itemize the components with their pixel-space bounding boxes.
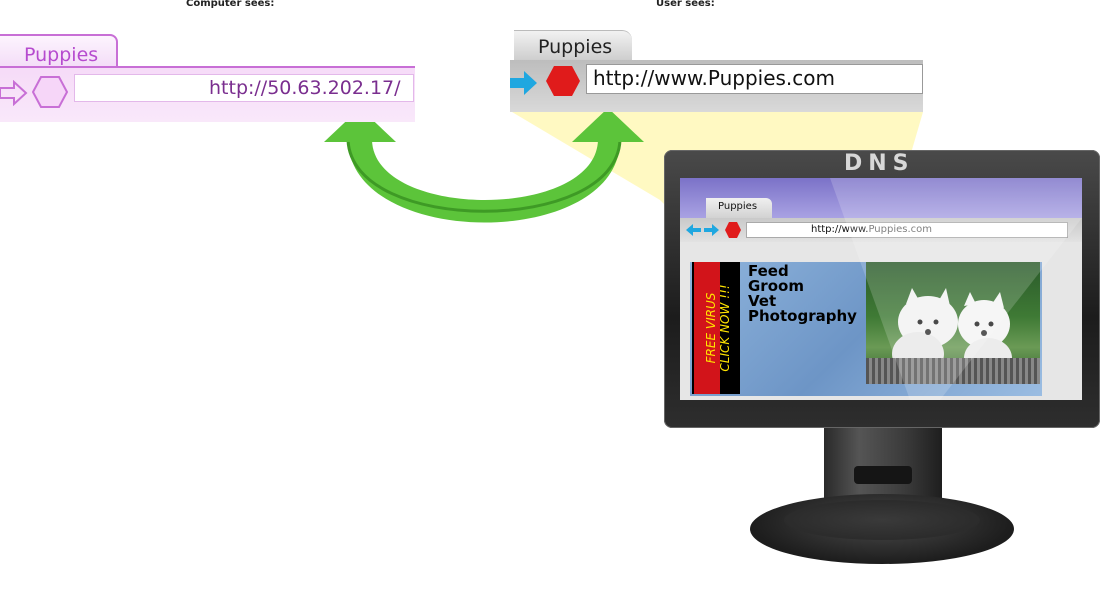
back-arrow-icon[interactable] — [0, 80, 28, 106]
fake-puppies-site: FREE VIRUS CLICK NOW !!! Feed Groom Vet … — [690, 262, 1042, 396]
user-view-address-bar[interactable]: http://www.Puppies.com — [586, 64, 923, 94]
menu-item-vet[interactable]: Vet — [748, 292, 777, 310]
user-view-toolbar: http://www.Puppies.com — [510, 60, 923, 112]
computer-view-tab[interactable]: Puppies — [0, 34, 118, 68]
photo-grate — [866, 358, 1040, 384]
screen-stop-icon[interactable] — [724, 221, 742, 239]
user-view-browser: Puppies http://www.Puppies.com — [510, 30, 923, 112]
screen-beam-overlay — [830, 178, 1082, 400]
monitor-neck-slot — [854, 466, 912, 484]
user-view-tab[interactable]: Puppies — [514, 30, 632, 64]
user-view-url: http://www.Puppies.com — [593, 66, 835, 90]
site-menu: Feed Groom Vet Photography — [748, 264, 857, 324]
screen-browser-titlebar: Puppies — [680, 178, 1082, 218]
computer-view-tab-label: Puppies — [24, 44, 99, 66]
menu-item-feed[interactable]: Feed — [748, 262, 789, 280]
computer-view-address-bar[interactable]: http://50.63.202.17/ — [74, 74, 414, 102]
user-view-tab-label: Puppies — [538, 36, 613, 58]
computer-sees-caption: Computer sees: — [186, 0, 275, 9]
stop-icon[interactable] — [32, 76, 68, 108]
screen-page: FREE VIRUS CLICK NOW !!! Feed Groom Vet … — [680, 242, 1082, 400]
screen-url-domain: Puppies.com — [868, 224, 933, 235]
user-sees-caption: User sees: — [656, 0, 715, 9]
monitor-bezel: DNS Puppies http://www.Puppies.com — [664, 150, 1100, 428]
computer-view-toolbar: http://50.63.202.17/ — [0, 66, 415, 122]
screen-tab-label: Puppies — [718, 201, 758, 212]
menu-item-groom[interactable]: Groom — [748, 277, 804, 295]
computer-view-url: http://50.63.202.17/ — [209, 77, 401, 99]
puppies-photo — [866, 262, 1040, 384]
monitor-screen: Puppies http://www.Puppies.com — [680, 178, 1082, 400]
virus-ad-red-stripe — [694, 262, 720, 394]
dns-monitor: DNS Puppies http://www.Puppies.com — [664, 150, 1100, 594]
blue-arrow-icon[interactable] — [510, 70, 538, 96]
dns-label: DNS — [844, 151, 915, 176]
screen-url: http://www.Puppies.com — [811, 224, 932, 235]
virus-ad-banner[interactable]: FREE VIRUS CLICK NOW !!! — [692, 262, 740, 394]
computer-view-browser: Puppies http://50.63.202.17/ — [0, 34, 415, 122]
green-curved-arrow-icon — [324, 108, 644, 223]
screen-url-prefix: http://www. — [811, 224, 869, 235]
screen-address-bar[interactable]: http://www.Puppies.com — [746, 222, 1068, 238]
screen-toolbar: http://www.Puppies.com — [680, 218, 1082, 242]
monitor-base — [750, 494, 1014, 564]
nav-arrows-icon[interactable] — [686, 222, 720, 238]
menu-item-photography[interactable]: Photography — [748, 307, 857, 325]
screen-tab[interactable]: Puppies — [706, 198, 772, 218]
monitor-base-ring — [784, 500, 980, 540]
red-stop-icon[interactable] — [545, 65, 581, 97]
